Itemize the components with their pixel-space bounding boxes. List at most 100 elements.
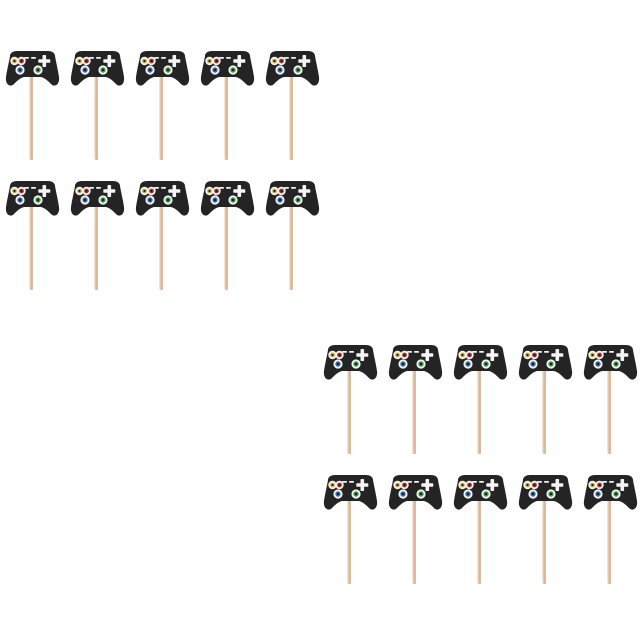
select-mark — [602, 481, 607, 483]
face-buttons — [523, 350, 556, 369]
select-mark — [472, 481, 477, 483]
gamepad-topper — [318, 338, 383, 458]
dpad-icon — [298, 185, 311, 197]
start-mark — [291, 187, 296, 189]
face-buttons — [328, 480, 361, 499]
face-buttons — [328, 350, 361, 369]
gamepad-topper — [130, 44, 195, 164]
dpad-icon — [356, 479, 369, 491]
dpad-icon — [233, 185, 246, 197]
dpad-icon — [616, 349, 629, 361]
select-mark — [602, 351, 607, 353]
gamepad-topper — [448, 338, 513, 458]
gamepad-topper — [65, 44, 130, 164]
start-mark — [226, 57, 231, 59]
select-mark — [219, 187, 224, 189]
select-mark — [284, 57, 289, 59]
select-mark — [284, 187, 289, 189]
gamepad-topper — [260, 174, 325, 294]
dpad-icon — [551, 349, 564, 361]
dpad-icon — [421, 349, 434, 361]
start-mark — [161, 187, 166, 189]
select-mark — [24, 187, 29, 189]
face-buttons — [10, 56, 43, 75]
start-mark — [544, 481, 549, 483]
face-buttons — [75, 56, 108, 75]
dpad-icon — [551, 479, 564, 491]
start-mark — [609, 481, 614, 483]
topper-row — [0, 174, 325, 294]
topper-row — [318, 468, 640, 588]
select-mark — [537, 351, 542, 353]
gamepad-topper — [195, 174, 260, 294]
start-mark — [414, 481, 419, 483]
select-mark — [154, 187, 159, 189]
start-mark — [31, 57, 36, 59]
gamepad-topper — [513, 468, 578, 588]
face-buttons — [270, 56, 303, 75]
topper-row — [318, 338, 640, 458]
start-mark — [349, 481, 354, 483]
start-mark — [479, 481, 484, 483]
gamepad-topper — [383, 338, 448, 458]
select-mark — [407, 351, 412, 353]
face-buttons — [140, 186, 173, 205]
dpad-icon — [298, 55, 311, 67]
select-mark — [89, 57, 94, 59]
face-buttons — [205, 186, 238, 205]
select-mark — [89, 187, 94, 189]
dpad-icon — [233, 55, 246, 67]
gamepad-topper — [0, 44, 65, 164]
gamepad-topper — [0, 174, 65, 294]
select-mark — [154, 57, 159, 59]
start-mark — [544, 351, 549, 353]
select-mark — [219, 57, 224, 59]
face-buttons — [588, 480, 621, 499]
select-mark — [407, 481, 412, 483]
dpad-icon — [103, 185, 116, 197]
gamepad-topper — [195, 44, 260, 164]
gamepad-topper — [578, 468, 640, 588]
dpad-icon — [38, 55, 51, 67]
dpad-icon — [168, 55, 181, 67]
dpad-icon — [103, 55, 116, 67]
select-mark — [342, 351, 347, 353]
face-buttons — [523, 480, 556, 499]
start-mark — [96, 57, 101, 59]
face-buttons — [205, 56, 238, 75]
dpad-icon — [38, 185, 51, 197]
face-buttons — [458, 350, 491, 369]
select-mark — [342, 481, 347, 483]
face-buttons — [10, 186, 43, 205]
dpad-icon — [168, 185, 181, 197]
topper-row — [0, 44, 325, 164]
dpad-icon — [421, 479, 434, 491]
start-mark — [31, 187, 36, 189]
gamepad-topper — [318, 468, 383, 588]
dpad-icon — [486, 349, 499, 361]
start-mark — [609, 351, 614, 353]
face-buttons — [393, 350, 426, 369]
start-mark — [349, 351, 354, 353]
face-buttons — [75, 186, 108, 205]
start-mark — [161, 57, 166, 59]
gamepad-topper — [513, 338, 578, 458]
start-mark — [96, 187, 101, 189]
face-buttons — [393, 480, 426, 499]
select-mark — [472, 351, 477, 353]
gamepad-topper — [383, 468, 448, 588]
gamepad-topper — [65, 174, 130, 294]
dpad-icon — [486, 479, 499, 491]
gamepad-topper — [578, 338, 640, 458]
start-mark — [479, 351, 484, 353]
dpad-icon — [616, 479, 629, 491]
start-mark — [291, 57, 296, 59]
face-buttons — [140, 56, 173, 75]
face-buttons — [270, 186, 303, 205]
face-buttons — [588, 350, 621, 369]
gamepad-topper — [260, 44, 325, 164]
select-mark — [24, 57, 29, 59]
start-mark — [414, 351, 419, 353]
gamepad-topper — [448, 468, 513, 588]
